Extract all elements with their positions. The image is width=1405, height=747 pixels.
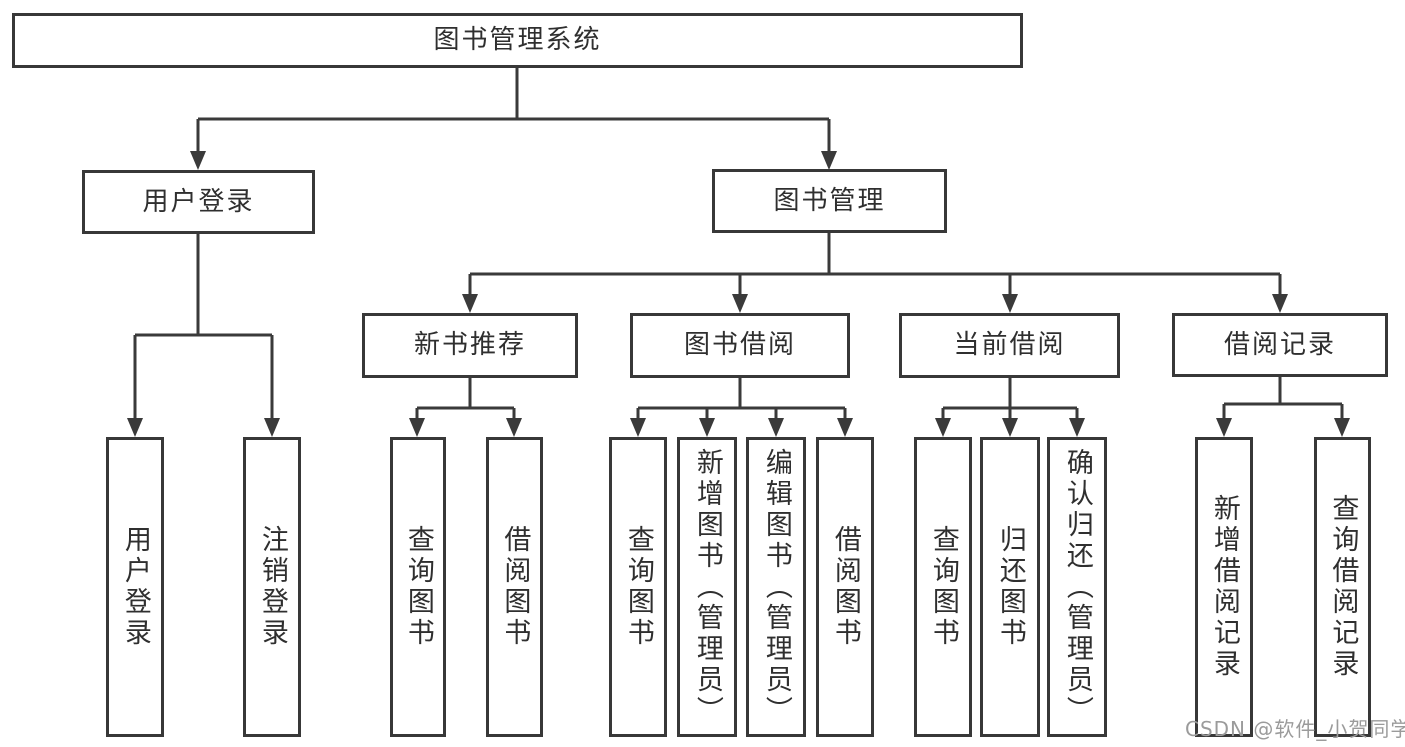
book-borrow-box: 图书借阅 (630, 313, 850, 378)
leaf-current-query-box: 查询图书 (914, 437, 972, 737)
leaf-bookborrow-query-box: 查询图书 (609, 437, 667, 737)
leaf-newbook-borrow-box: 借阅图书 (486, 437, 543, 737)
leaf-current-confirm-box: 确认归还（管理员） (1047, 437, 1107, 737)
root-box: 图书管理系统 (12, 13, 1023, 68)
new-book-box: 新书推荐 (362, 313, 578, 378)
leaf-user-login-box: 用户登录 (106, 437, 164, 737)
book-mgmt-box: 图书管理 (712, 169, 947, 233)
user-login-connector (127, 234, 280, 437)
leaf-record-add-box: 新增借阅记录 (1195, 437, 1253, 737)
borrow-record-connector (1216, 377, 1350, 437)
current-borrow-connector (935, 378, 1085, 437)
leaf-bookborrow-add-box: 新增图书（管理员） (677, 437, 737, 737)
leaf-logout-box: 注销登录 (243, 437, 301, 737)
book-borrow-connector (630, 378, 853, 437)
user-login-box: 用户登录 (82, 170, 315, 234)
leaf-record-query-box: 查询借阅记录 (1314, 437, 1371, 737)
new-book-connector (409, 378, 522, 437)
leaf-newbook-query-box: 查询图书 (390, 437, 446, 737)
current-borrow-box: 当前借阅 (899, 313, 1120, 378)
leaf-bookborrow-borrow-box: 借阅图书 (816, 437, 874, 737)
leaf-bookborrow-edit-box: 编辑图书（管理员） (746, 437, 806, 737)
leaf-current-return-box: 归还图书 (980, 437, 1040, 737)
borrow-record-box: 借阅记录 (1172, 313, 1388, 377)
book-mgmt-connector (462, 233, 1288, 313)
root-connector (190, 68, 837, 170)
watermark-text: CSDN @软件_小贺同学 (1185, 717, 1405, 741)
